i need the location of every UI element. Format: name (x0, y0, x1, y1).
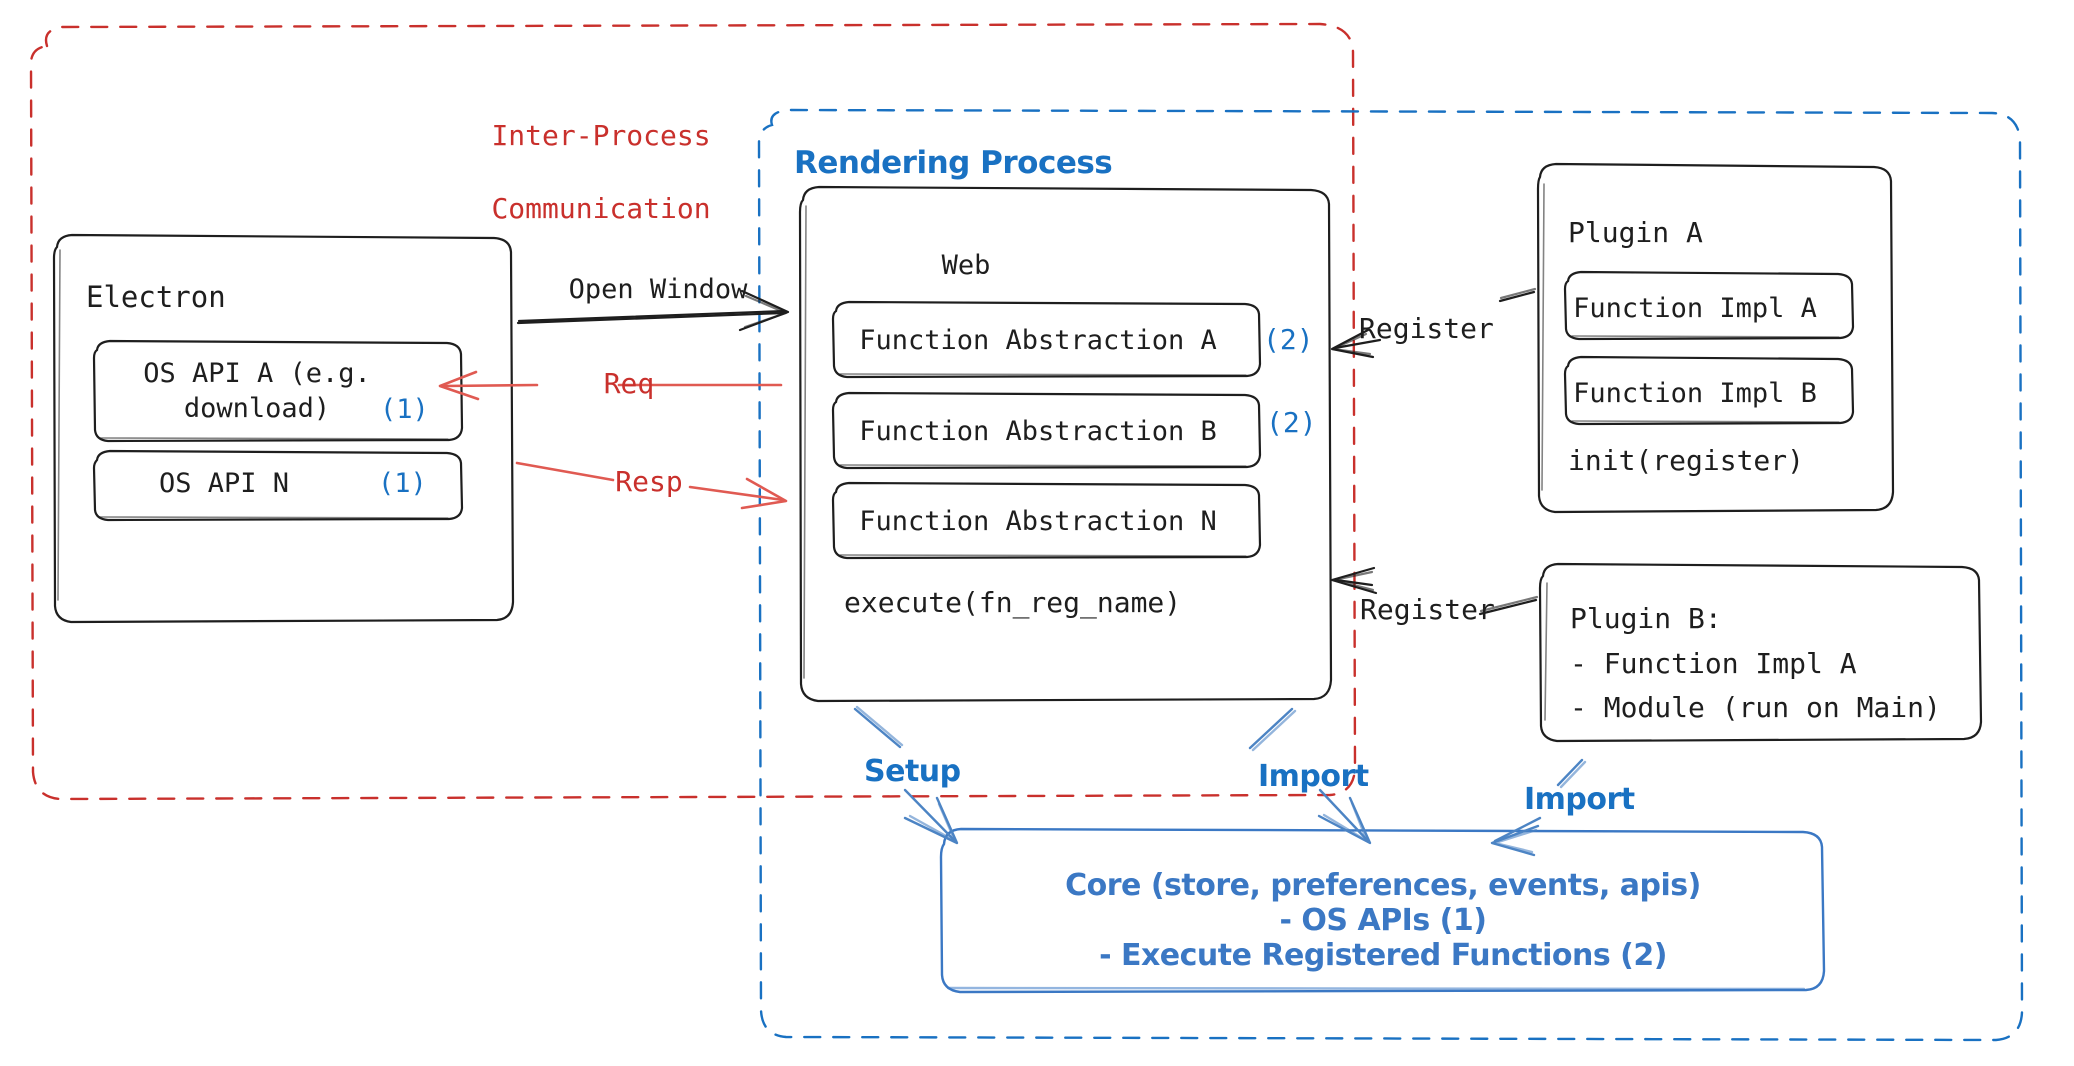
core-line-2: - OS APIs (1) (1279, 903, 1487, 938)
box-plugin-b (1538, 562, 1983, 743)
edge-label-import-web: Import (1258, 759, 1369, 794)
arrow-req (438, 370, 783, 401)
box-core (939, 827, 1826, 994)
container-rendering-process (757, 108, 2024, 1042)
plugin-b-title: Plugin B: (1570, 602, 1722, 635)
edge-label-setup: Setup (864, 754, 961, 789)
plugin-b-line-0: - Function Impl A (1570, 647, 1857, 680)
box-electron (52, 233, 515, 624)
arrow-setup (853, 705, 959, 845)
arrow-register-b (1330, 566, 1539, 616)
box-function-impl-b (1563, 355, 1855, 426)
box-function-abstraction-b (831, 391, 1262, 470)
box-web (798, 185, 1333, 703)
edge-label-req: Req (603, 367, 655, 400)
function-abstraction-b-label: Function Abstraction B (859, 416, 1217, 447)
edge-label-register-b: Register (1360, 593, 1495, 626)
ipc-label-line1: Inter-Process (491, 119, 711, 153)
arrow-resp (515, 461, 788, 510)
core-line-3: - Execute Registered Functions (2) (1099, 938, 1667, 973)
container-ipc (29, 22, 1357, 801)
box-function-abstraction-n (831, 481, 1262, 560)
edge-label-open-window: Open Window (568, 274, 748, 305)
plugin-a-item-1: Function Impl B (1573, 378, 1817, 409)
function-abstraction-b-badge: (2) (1266, 406, 1317, 439)
rendering-process-label: Rendering Process (794, 145, 1113, 181)
electron-title: Electron (86, 280, 226, 314)
edge-label-resp: Resp (615, 465, 683, 498)
web-title: Web (941, 250, 991, 281)
arrow-open-window (516, 289, 790, 332)
box-os-api-n (92, 449, 464, 522)
plugin-b-line-1: - Module (run on Main) (1570, 691, 1941, 724)
box-function-abstraction-a (831, 300, 1262, 379)
os-api-a-badge: (1) (380, 394, 429, 425)
edge-label-register-a: Register (1359, 312, 1494, 345)
plugin-a-footer-init: init(register) (1568, 444, 1805, 477)
edge-label-import-plugin: Import (1524, 782, 1635, 817)
ipc-container-label: Inter-Process Communication (424, 82, 711, 264)
function-abstraction-a-badge: (2) (1263, 323, 1314, 356)
os-api-n-badge: (1) (378, 468, 427, 499)
function-abstraction-a-label: Function Abstraction A (859, 325, 1217, 356)
plugin-a-title: Plugin A (1568, 216, 1703, 249)
plugin-a-item-0: Function Impl A (1573, 293, 1817, 324)
web-footer-execute: execute(fn_reg_name) (844, 586, 1182, 619)
os-api-n-label: OS API N (158, 468, 290, 499)
core-line-1: Core (store, preferences, events, apis) (1065, 868, 1701, 903)
arrow-import-plugin (1490, 758, 1587, 857)
function-abstraction-n-label: Function Abstraction N (859, 506, 1217, 537)
arrow-import-web (1248, 707, 1372, 845)
ipc-label-line2: Communication (491, 192, 711, 226)
box-function-impl-a (1563, 270, 1855, 341)
arrow-register-a (1330, 287, 1537, 359)
box-plugin-a (1536, 162, 1895, 514)
box-os-api-a (92, 339, 464, 443)
os-api-a-label: OS API A (e.g. download) (143, 358, 371, 425)
